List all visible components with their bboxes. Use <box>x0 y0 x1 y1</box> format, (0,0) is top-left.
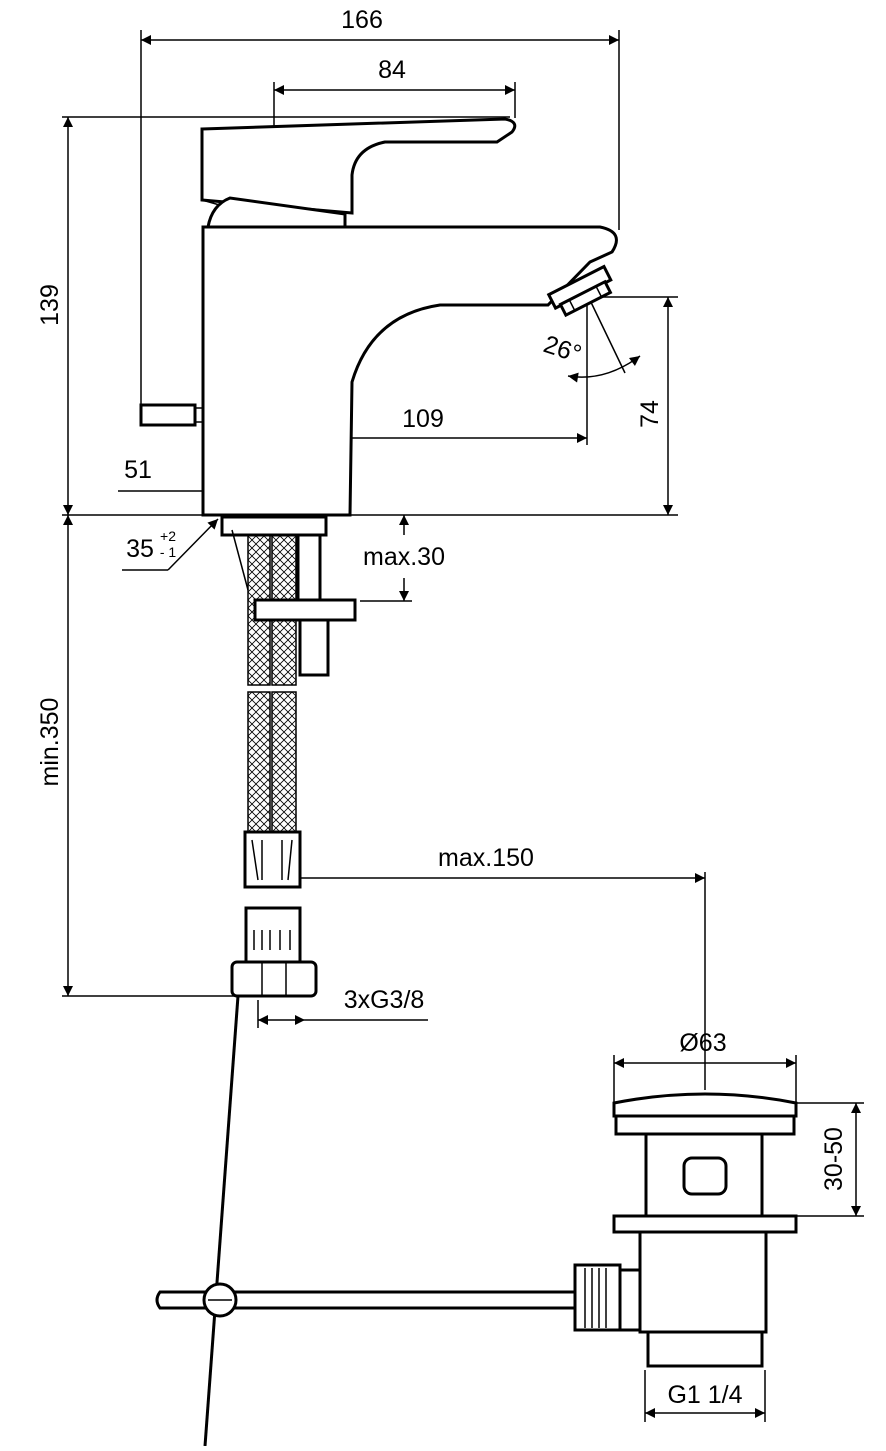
dim-51-label: 51 <box>124 456 152 484</box>
dim-109-label: 109 <box>402 405 444 433</box>
tolerance-plus: +2 <box>160 528 176 544</box>
tolerance-minus: - 1 <box>160 544 177 560</box>
lever-handle <box>200 117 517 215</box>
dimension-d63: Ø63 <box>613 1029 797 1110</box>
mixer-body <box>139 117 618 517</box>
cartridge-cap <box>206 196 347 229</box>
waste-flange <box>612 1214 798 1234</box>
connection-nut <box>230 960 318 998</box>
dimension-139: 139 <box>36 116 510 515</box>
dim-74-label: 74 <box>636 400 664 428</box>
dim-g114-label: G1 1/4 <box>667 1381 742 1409</box>
dim-max30-label: max.30 <box>363 543 445 571</box>
dimension-3xg38: 3xG3/8 <box>257 986 428 1028</box>
dimension-min350: min.350 <box>36 515 240 997</box>
dimension-35: 35 +2 - 1 <box>122 518 219 571</box>
dim-26-label: 26° <box>540 330 585 368</box>
dim-max150-label: max.150 <box>438 844 534 872</box>
threaded-rod <box>296 533 322 602</box>
dimension-74: 74 <box>600 296 678 515</box>
dimension-g114: G1 1/4 <box>644 1370 766 1422</box>
linkage-connector <box>573 1263 622 1332</box>
plug-head <box>612 1092 798 1118</box>
dim-84-label: 84 <box>378 56 406 84</box>
pull-rod <box>203 995 240 1447</box>
dimension-84: 84 <box>273 56 516 126</box>
dim-139-label: 139 <box>36 284 64 326</box>
dim-35-label: 35 <box>126 535 154 563</box>
dimension-30-50: 30-50 <box>790 1102 864 1217</box>
horizontal-link-rod <box>155 1290 577 1310</box>
dim-min350-label: min.350 <box>36 698 64 787</box>
dim-30-50-label: 30-50 <box>820 1127 848 1191</box>
base-gasket <box>220 515 328 537</box>
under-deck-assembly <box>203 515 357 1447</box>
dimension-max150: max.150 <box>282 844 706 1090</box>
fixing-nut <box>298 618 330 677</box>
waste-thread-section <box>646 1330 764 1368</box>
popup-rod-knob <box>139 403 197 427</box>
dim-166-label: 166 <box>341 6 383 34</box>
aerator <box>546 264 613 318</box>
fixing-plate <box>253 598 357 622</box>
waste-fitting <box>155 1092 798 1368</box>
hose-ferrule <box>244 906 302 965</box>
dimension-166: 166 <box>140 6 620 410</box>
dim-3xg38-label: 3xG3/8 <box>344 986 425 1014</box>
dimension-max30: max.30 <box>360 515 445 602</box>
dim-d63-label: Ø63 <box>679 1029 726 1057</box>
spout-body <box>201 225 618 517</box>
